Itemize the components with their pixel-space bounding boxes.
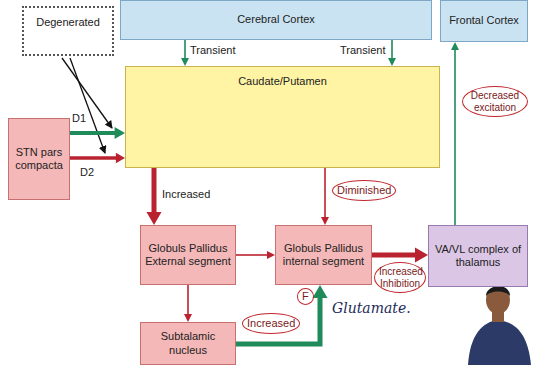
edge-label: Increased Inhibition bbox=[374, 262, 426, 293]
pathway-arrow bbox=[185, 40, 186, 59]
pathway-arrow bbox=[236, 255, 268, 256]
pathway-line bbox=[152, 168, 157, 213]
edge-label: Increased bbox=[162, 188, 210, 201]
region-box: Frontal Cortex bbox=[440, 0, 528, 42]
thalamus-box: VA/VL complex of thalamus bbox=[428, 225, 528, 287]
pathway-line bbox=[454, 49, 456, 225]
node-text: Caudate/Putamen bbox=[238, 75, 327, 88]
nucleus-box: STN pars compacta bbox=[8, 118, 70, 200]
annotation: F bbox=[297, 288, 314, 305]
node-text: Globuls Pallidus External segment bbox=[145, 242, 231, 268]
arrow-head bbox=[184, 314, 192, 322]
note-box: Degenerated bbox=[22, 6, 114, 56]
pathway-line bbox=[391, 40, 393, 59]
arrow-head bbox=[388, 58, 396, 66]
edge-label: D2 bbox=[80, 166, 94, 179]
node-text: Cerebral Cortex bbox=[237, 13, 315, 26]
pathway-arrow bbox=[154, 168, 155, 213]
nucleus-box: Globuls Pallidus internal segment bbox=[275, 225, 372, 285]
pathway-line bbox=[184, 40, 186, 59]
arrow-head bbox=[147, 212, 162, 225]
pathway-arrow bbox=[188, 285, 189, 315]
arrow-head bbox=[415, 248, 428, 263]
pathway-line bbox=[70, 131, 116, 135]
handwritten-note: Glutamate. bbox=[332, 300, 411, 316]
pathway-arrow bbox=[325, 168, 326, 218]
pathway-arrow bbox=[372, 255, 416, 256]
node-text: STN pars compacta bbox=[13, 146, 65, 172]
node-text: Degenerated bbox=[36, 16, 100, 29]
pathway-arrow bbox=[70, 133, 116, 134]
edge-label: Transient bbox=[340, 44, 385, 57]
nucleus-box: Subtalamic nucleus bbox=[140, 322, 236, 365]
node-text: Subtalamic nucleus bbox=[145, 330, 231, 356]
edge-label: Transient bbox=[190, 44, 235, 57]
pathway-line bbox=[70, 156, 117, 160]
striatum-box: Caudate/Putamen bbox=[125, 66, 440, 168]
arrow-head bbox=[313, 285, 328, 298]
nucleus-box: Globuls Pallidus External segment bbox=[140, 225, 236, 285]
pathway-arrow bbox=[70, 158, 117, 159]
arrow-head bbox=[321, 217, 329, 225]
pathway-line bbox=[372, 253, 416, 258]
arrow-head bbox=[115, 127, 125, 139]
arrow-head bbox=[116, 153, 125, 164]
pathway-line bbox=[324, 168, 326, 218]
node-text: VA/VL complex of thalamus bbox=[433, 243, 523, 269]
node-text: Globuls Pallidus internal segment bbox=[280, 242, 367, 268]
edge-label: Diminished bbox=[332, 180, 396, 201]
arrow-head bbox=[267, 251, 275, 259]
edge-label: Increased bbox=[242, 313, 300, 334]
annotation: Decreased excitation bbox=[462, 86, 528, 117]
node-text: Frontal Cortex bbox=[449, 14, 519, 27]
region-box: Cerebral Cortex bbox=[120, 0, 432, 40]
arrow-head bbox=[451, 42, 459, 50]
pathway-arrow bbox=[455, 49, 456, 225]
pathway-arrow bbox=[392, 40, 393, 59]
arrow-head bbox=[181, 58, 189, 66]
pointer-arrow bbox=[70, 58, 105, 153]
lecturer bbox=[468, 286, 531, 365]
pathway-line bbox=[187, 285, 189, 315]
pathway-line bbox=[236, 254, 268, 256]
edge-label: D1 bbox=[72, 112, 86, 125]
